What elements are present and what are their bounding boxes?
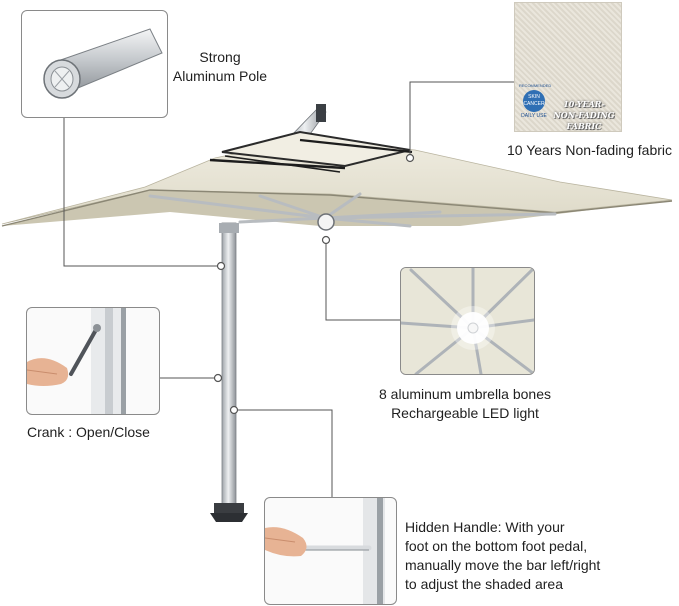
seal-bottom-text: CANCER [523, 101, 545, 107]
pole-callout-line2: Aluminum Pole [172, 68, 268, 84]
fabric-badge: 10-YEAR-NON-FADING FABRIC [553, 99, 615, 131]
led-ribs-image [401, 268, 534, 374]
handle-callout-text: Hidden Handle: With your foot on the bot… [405, 518, 665, 594]
pole-callout-text: Strong Aluminum Pole [160, 48, 280, 86]
umbrella-ribs [148, 192, 557, 228]
skin-cancer-seal: RECOMMENDED SKIN CANCER DAILY USE [519, 83, 552, 129]
seal-circle: SKIN CANCER [523, 90, 545, 112]
handle-callout-line3: manually move the bar left/right [405, 557, 601, 573]
led-ribs-inset [400, 267, 535, 375]
crank-callout-text: Crank : Open/Close [27, 424, 150, 440]
handle-callout-line2: foot on the bottom foot pedal, [405, 538, 588, 554]
handle-inset [264, 497, 397, 605]
bones-callout-line1: 8 aluminum umbrella bones [379, 386, 551, 402]
callout-markers [213, 153, 415, 415]
crank-inset [26, 307, 160, 415]
callout-leaders [63, 81, 514, 497]
bones-callout-line2: Rechargeable LED light [391, 405, 539, 421]
pole-base-clamp [210, 503, 248, 522]
pole-callout-line1: Strong [199, 49, 241, 65]
crank-image [27, 308, 126, 414]
handle-callout-line1: Hidden Handle: With your [405, 519, 565, 535]
bones-callout-text: 8 aluminum umbrella bones Rechargeable L… [360, 385, 570, 423]
daily-use-text: DAILY USE [521, 113, 547, 119]
pole-profile-inset [21, 10, 168, 118]
led-hub [317, 213, 335, 231]
pole-profile-image [43, 28, 163, 99]
fabric-callout-text: 10 Years Non-fading fabric [507, 142, 672, 158]
handle-image [265, 498, 385, 604]
fabric-swatch-inset: RECOMMENDED SKIN CANCER DAILY USE 10-YEA… [514, 2, 622, 132]
handle-callout-line4: to adjust the shaded area [405, 576, 564, 592]
seal-top-text: SKIN [528, 94, 540, 100]
seal-small-text: RECOMMENDED [519, 83, 552, 88]
